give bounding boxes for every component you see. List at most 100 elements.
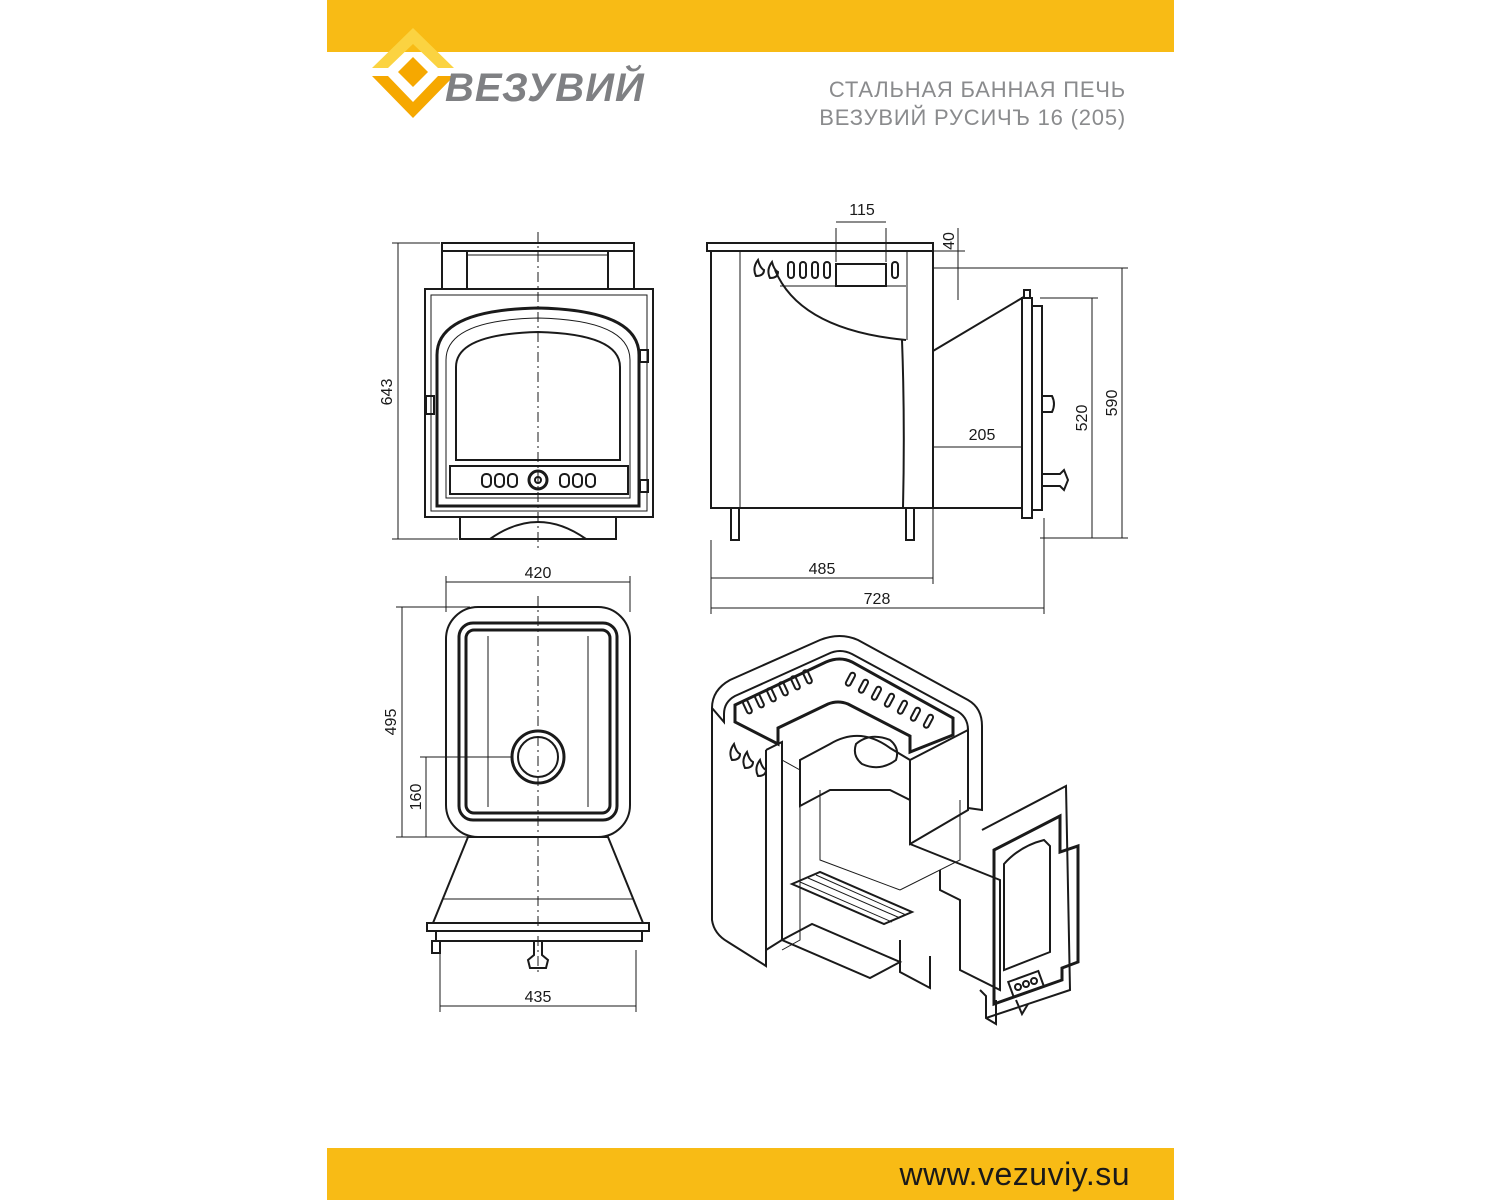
flame-icon xyxy=(755,757,768,778)
side-leg-left xyxy=(730,507,740,541)
vent-slot xyxy=(909,706,922,722)
side-top-plate xyxy=(706,242,934,252)
iso-firebox-inner xyxy=(819,790,961,891)
iso-door-hinge xyxy=(979,989,997,1026)
flame-icon xyxy=(729,741,742,762)
top-door xyxy=(435,930,643,942)
vent-slot xyxy=(891,261,899,279)
iso-tunnel xyxy=(909,843,1001,992)
dim-side-height-inner: 520 xyxy=(1074,405,1091,432)
side-top-slot xyxy=(835,263,887,287)
brand-name: ВЕЗУВИЙ xyxy=(445,66,645,110)
front-base-arch xyxy=(489,521,587,540)
dim-side-body-depth: 485 xyxy=(809,561,836,578)
flame-icon xyxy=(753,257,766,278)
vent-slot xyxy=(883,692,896,708)
top-view: 420 495 160 435 xyxy=(383,565,650,1012)
side-tunnel xyxy=(932,296,1023,509)
vent-slot xyxy=(778,681,789,697)
vent-slot xyxy=(787,261,795,279)
iso-door-vent-panel xyxy=(1006,969,1046,999)
iso-flue-opening xyxy=(853,735,899,769)
side-body-outline xyxy=(710,251,934,509)
front-vent-knob xyxy=(527,469,549,491)
vent-slot xyxy=(742,699,753,715)
logo-core xyxy=(398,57,428,87)
dim-top-flue-offset: 160 xyxy=(408,784,425,811)
top-door-hinge xyxy=(431,940,441,954)
flame-icon xyxy=(767,259,780,280)
front-right-post xyxy=(607,250,635,290)
iso-vent-slots xyxy=(742,669,935,729)
side-vent-slots xyxy=(787,261,899,279)
vent-hole xyxy=(507,473,518,488)
vent-hole xyxy=(585,473,596,488)
logo-icon xyxy=(372,28,454,118)
front-left-post xyxy=(441,250,468,290)
front-body-inner xyxy=(430,294,648,512)
flame-icon xyxy=(753,257,780,280)
vent-hole xyxy=(481,473,492,488)
bottom-band: www.vezuviy.su xyxy=(327,1148,1174,1200)
dim-top-width: 420 xyxy=(525,565,552,582)
side-door-top-tab xyxy=(1023,289,1031,299)
isometric-view xyxy=(710,635,1080,1026)
website-url: www.vezuviy.su xyxy=(899,1155,1130,1192)
dim-front-height: 643 xyxy=(379,379,396,406)
front-door-outline xyxy=(435,306,641,508)
title-line-1: СТАЛЬНАЯ БАННАЯ ПЕЧЬ xyxy=(828,77,1126,102)
vent-slot xyxy=(870,685,883,701)
front-hinge-bottom xyxy=(639,479,649,493)
iso-front-panel xyxy=(781,759,801,951)
vent-slot xyxy=(799,261,807,279)
vent-hole xyxy=(494,473,505,488)
grate-bar xyxy=(799,881,893,923)
dim-side-top-slot: 115 xyxy=(849,202,875,219)
iso-door xyxy=(992,813,1080,1007)
side-door-frame xyxy=(1021,297,1033,519)
iso-left-side xyxy=(711,708,767,968)
logo-roof xyxy=(372,28,454,68)
side-leg-right xyxy=(905,507,915,541)
iso-right-upper xyxy=(909,728,969,846)
dim-top-door-width: 435 xyxy=(525,989,552,1006)
iso-door-glass xyxy=(1003,838,1051,972)
vent-slot xyxy=(754,693,765,709)
front-handle xyxy=(425,395,435,415)
iso-top-rim xyxy=(710,635,983,812)
front-ash-panel xyxy=(449,465,629,495)
front-top-plate xyxy=(441,242,635,252)
vent-hole xyxy=(1014,983,1022,991)
vent-slot xyxy=(811,261,819,279)
grate-bar xyxy=(807,877,901,919)
top-door-knob xyxy=(526,941,550,969)
side-front-panel xyxy=(901,339,905,509)
front-hinge-top xyxy=(639,349,649,363)
vent-slot xyxy=(766,687,777,703)
iso-front-left-post xyxy=(765,740,783,951)
top-band xyxy=(327,0,1174,52)
dim-top-depth: 495 xyxy=(383,709,400,736)
vent-slot xyxy=(844,671,857,687)
dim-side-tunnel: 205 xyxy=(969,427,996,444)
side-door-handle xyxy=(1042,395,1055,413)
iso-door-knob xyxy=(1015,999,1029,1017)
vent-slot xyxy=(790,675,801,691)
vent-slot xyxy=(823,261,831,279)
side-view: 115 40 520 590 205 485 728 xyxy=(706,202,1128,614)
vent-slot xyxy=(857,678,870,694)
flame-icon xyxy=(742,749,755,770)
front-vent-holes xyxy=(481,473,596,488)
iso-inner-frame xyxy=(733,657,955,755)
grate-bar xyxy=(815,874,907,916)
iso-firebox-top xyxy=(799,734,911,808)
iso-door-vent-holes xyxy=(1014,977,1038,991)
side-door xyxy=(1031,305,1043,511)
dim-side-total-depth: 728 xyxy=(864,591,891,608)
vent-slot xyxy=(896,699,909,715)
vent-hole xyxy=(1030,977,1038,985)
vent-slot xyxy=(802,669,813,685)
side-flue-curve xyxy=(774,269,907,341)
title-line-2: ВЕЗУВИЙ РУСИЧЪ 16 (205) xyxy=(819,105,1126,130)
